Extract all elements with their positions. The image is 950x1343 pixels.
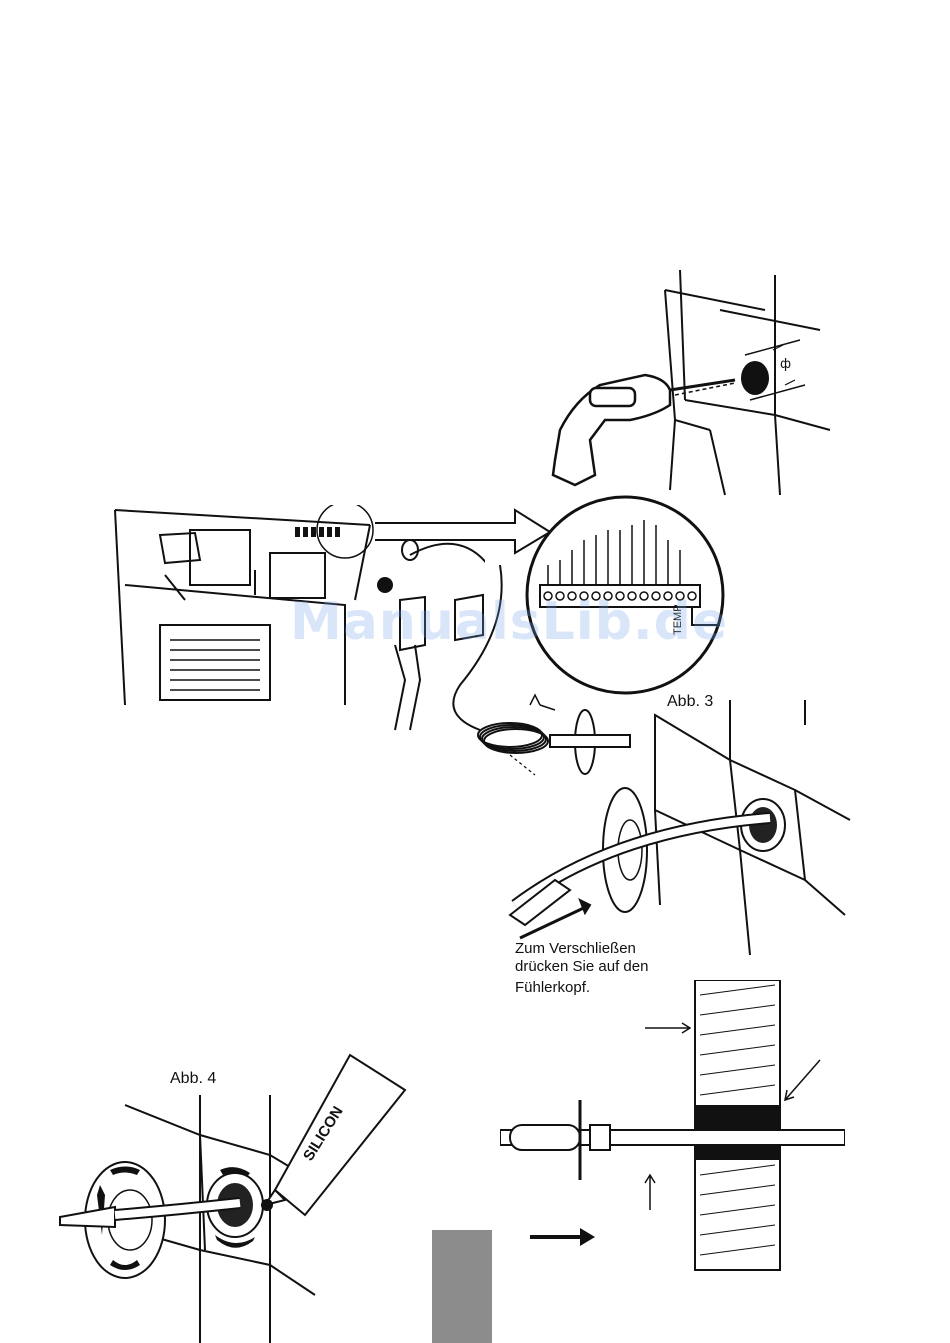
cross-section <box>500 980 845 1280</box>
caption-line: Zum Verschließen <box>515 940 715 958</box>
caption-line: drücken Sie auf den <box>515 958 715 976</box>
drill-illustration: ф <box>535 270 835 500</box>
figure4-drawing <box>55 1045 420 1343</box>
watermark: ManualsLib.de <box>290 592 728 652</box>
svg-text:ф: ф <box>780 357 791 372</box>
page-tab <box>432 1230 492 1343</box>
figure3-drawing <box>495 700 855 965</box>
drill-drawing: ф <box>535 270 835 500</box>
figure4-illustration <box>55 1045 420 1343</box>
cross-section-drawing <box>500 980 845 1280</box>
figure3-illustration <box>495 700 855 965</box>
